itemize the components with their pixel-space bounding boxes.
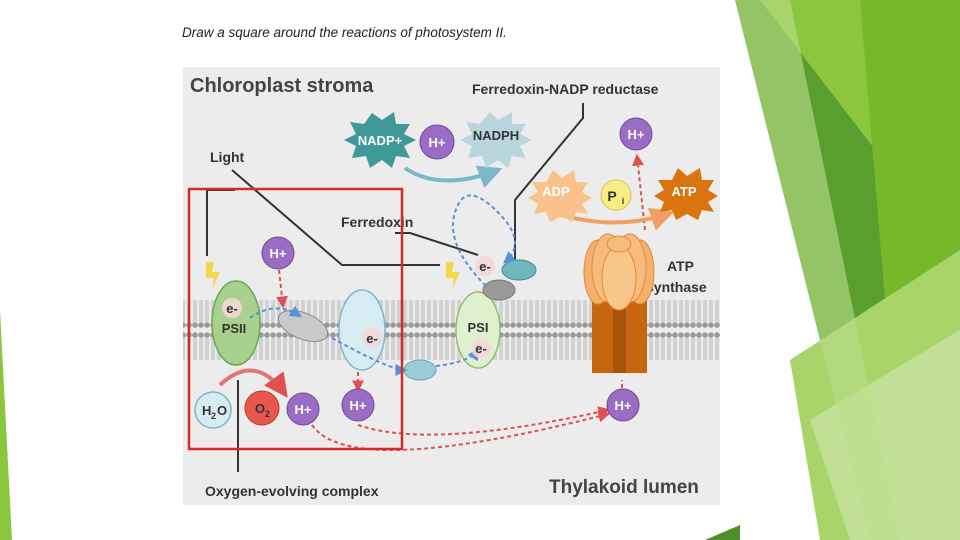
svg-text:e-: e- bbox=[366, 331, 378, 346]
light-label: Light bbox=[210, 149, 245, 165]
stroma-label: Chloroplast stroma bbox=[190, 75, 374, 97]
svg-text:H+: H+ bbox=[350, 398, 367, 413]
oxygen-molecule: O 2 bbox=[244, 390, 280, 426]
svg-text:H+: H+ bbox=[295, 402, 312, 417]
phosphate bbox=[600, 179, 632, 211]
svg-text:H: H bbox=[202, 403, 211, 418]
svg-text:e-: e- bbox=[475, 341, 487, 356]
proton-lumen-oec: H+ bbox=[286, 392, 320, 426]
atp-label: ATP bbox=[671, 184, 696, 199]
adp-burst bbox=[528, 170, 592, 222]
fnr-line bbox=[514, 103, 584, 260]
pi-label: P bbox=[607, 188, 616, 204]
electron-psii-top: e- bbox=[222, 298, 242, 318]
electron-psi: e- bbox=[471, 338, 491, 358]
atp-synthase bbox=[583, 233, 655, 373]
proton-stroma-nadp: H+ bbox=[419, 124, 455, 160]
oec-label: Oxygen-evolving complex bbox=[205, 483, 379, 499]
water-splitting-arrow bbox=[218, 368, 288, 398]
electron-cytochrome: e- bbox=[362, 328, 382, 348]
svg-text:2: 2 bbox=[211, 411, 216, 421]
nadp-plus-label: NADP+ bbox=[358, 133, 403, 148]
electron-path-4 bbox=[451, 194, 517, 287]
svg-text:H+: H+ bbox=[615, 398, 632, 413]
adp-label: ADP bbox=[542, 184, 570, 199]
lightning-icon-psii bbox=[206, 262, 220, 290]
instruction-text: Draw a square around the reactions of ph… bbox=[182, 25, 507, 40]
svg-text:O: O bbox=[255, 401, 265, 416]
proton-lumen-cytochrome: H+ bbox=[341, 388, 375, 422]
nadph-burst bbox=[460, 112, 532, 168]
psii-highlight-box bbox=[187, 187, 404, 451]
ferredoxin-label: Ferredoxin bbox=[341, 214, 413, 230]
atp-synthase-label-2: synthase bbox=[646, 279, 707, 295]
nadp-plus-burst bbox=[344, 112, 416, 168]
nadp-reduction-arrow bbox=[403, 165, 503, 189]
ferredoxin-protein bbox=[482, 279, 516, 301]
atp-burst bbox=[654, 168, 718, 220]
atp-synthase-label-1: ATP bbox=[667, 258, 694, 274]
proton-path-3 bbox=[357, 406, 611, 436]
pi-subscript: i bbox=[622, 196, 625, 206]
psii-label: PSII bbox=[222, 321, 247, 336]
fnr-label: Ferredoxin-NADP reductase bbox=[472, 81, 659, 97]
proton-lumen-atp-synthase: H+ bbox=[606, 388, 640, 422]
cytochrome-complex bbox=[338, 289, 386, 371]
electron-ferredoxin: e- bbox=[475, 256, 495, 276]
nadph-label: NADPH bbox=[473, 128, 519, 143]
svg-text:H+: H+ bbox=[270, 246, 287, 261]
svg-text:H+: H+ bbox=[429, 135, 446, 150]
svg-text:O: O bbox=[217, 403, 227, 418]
water-molecule: H 2 O bbox=[194, 391, 232, 429]
fnr-enzyme bbox=[501, 259, 537, 281]
svg-text:e-: e- bbox=[479, 259, 491, 274]
svg-text:H+: H+ bbox=[628, 127, 645, 142]
plastocyanin bbox=[403, 359, 437, 381]
ferredoxin-line bbox=[395, 232, 479, 256]
electron-path-2 bbox=[331, 337, 408, 376]
light-line-psi bbox=[231, 169, 440, 266]
proton-path-4 bbox=[311, 410, 611, 451]
lightning-icon-psi bbox=[446, 262, 460, 290]
svg-text:2: 2 bbox=[265, 409, 270, 419]
plastoquinone bbox=[277, 310, 329, 342]
lumen-label: Thylakoid lumen bbox=[549, 477, 699, 498]
proton-path-1 bbox=[275, 269, 288, 309]
proton-path-6 bbox=[632, 153, 646, 231]
svg-text:e-: e- bbox=[226, 301, 238, 316]
proton-stroma-atp: H+ bbox=[619, 117, 653, 151]
psi-label: PSI bbox=[468, 320, 489, 335]
proton-stroma-psii: H+ bbox=[261, 236, 295, 270]
